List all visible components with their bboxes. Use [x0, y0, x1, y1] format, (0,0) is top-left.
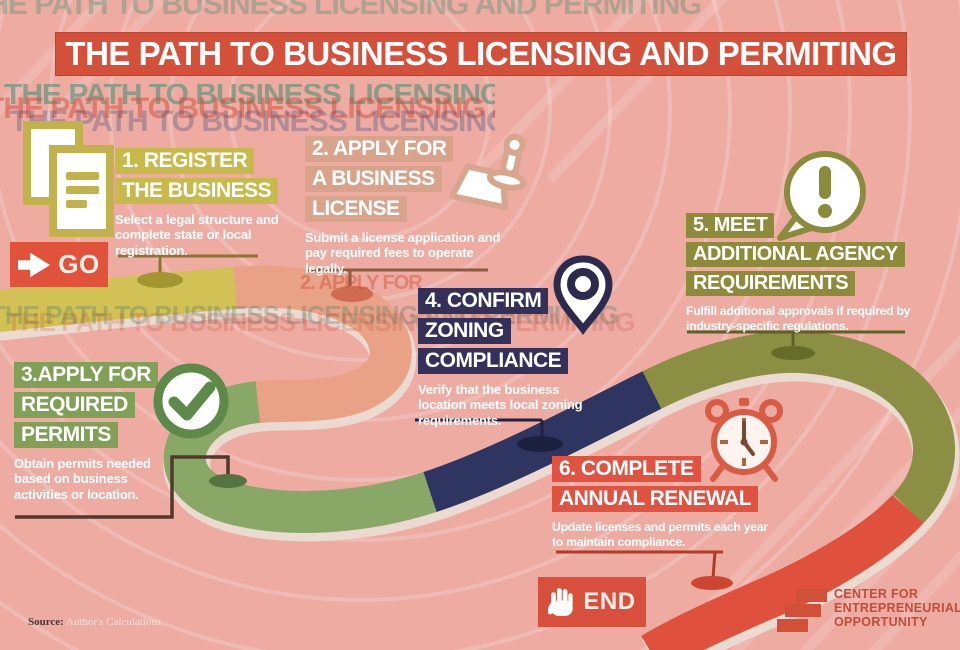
step-5-block: 5. MEET ADDITIONAL AGENCY REQUIREMENTS F…	[686, 213, 960, 333]
step-1-title-line-1: 1. REGISTER	[115, 148, 255, 174]
connector-step-4	[415, 418, 544, 438]
marker-step-2	[331, 286, 373, 302]
step-5-title-line-2: ADDITIONAL AGENCY	[686, 242, 905, 267]
marker-step-6	[691, 576, 733, 590]
step-5-title-line-3: REQUIREMENTS	[686, 271, 856, 296]
source-label: Source:	[28, 616, 64, 628]
logo-line-2: ENTREPRENEURIAL	[834, 600, 960, 615]
marker-step-1	[137, 272, 183, 288]
step-5-description: Fulfill additional approvals if required…	[686, 304, 911, 333]
step-2-title-line-3: LICENSE	[305, 196, 407, 222]
alarm-clock-icon	[705, 398, 783, 482]
stamp-icon	[449, 133, 527, 211]
step-3-title-line-2: REQUIRED	[14, 392, 135, 418]
source-text: Author's Calculations	[66, 616, 162, 628]
step-4-title-line-2: ZONING	[418, 318, 511, 344]
go-label: GO	[58, 249, 100, 279]
road-segment-5-olive	[642, 330, 956, 524]
location-pin-icon	[553, 255, 613, 335]
road-segment-1-yellow	[0, 267, 237, 333]
step-2-title-line-2: A BUSINESS	[305, 166, 442, 192]
road-segment-2-salmon	[233, 265, 412, 423]
step-5-title-line-1: 5. MEET	[686, 213, 775, 238]
step-6-description: Update licenses and permits each year to…	[552, 520, 768, 549]
road-markers	[137, 272, 815, 590]
step-4-block: 4. CONFIRM ZONING COMPLIANCE Verify that…	[418, 288, 593, 428]
go-badge: GO	[10, 242, 108, 287]
end-badge: END	[538, 577, 646, 627]
step-connectors	[15, 254, 905, 579]
page-title: THE PATH TO BUSINESS LICENSING AND PERMI…	[65, 35, 897, 72]
logo-line-1: CENTER FOR	[834, 587, 919, 601]
step-4-title-line-1: 4. CONFIRM	[418, 288, 549, 314]
arrow-right-icon	[18, 252, 51, 277]
step-1-block: 1. REGISTER THE BUSINESS Select a legal …	[115, 148, 290, 258]
ceo-logo: CENTER FOR ENTREPRENEURIAL OPPORTUNITY	[776, 586, 960, 636]
exclamation-bubble-icon	[777, 151, 866, 241]
end-label: END	[583, 588, 636, 615]
step-3-title-line-1: 3.APPLY FOR	[14, 362, 158, 388]
step-3-block: 3.APPLY FOR REQUIRED PERMITS Obtain perm…	[14, 362, 158, 502]
step-3-title-line-3: PERMITS	[14, 422, 118, 448]
step-6-title-line-2: ANNUAL RENEWAL	[552, 486, 759, 512]
marker-step-5	[771, 346, 815, 360]
road-segment-6-red	[641, 494, 924, 650]
step-6-block: 6. COMPLETE ANNUAL RENEWAL Update licens…	[552, 456, 777, 549]
marker-step-3	[209, 474, 247, 488]
logo-line-3: OPPORTUNITY	[834, 614, 928, 629]
step-2-description: Submit a license application and pay req…	[305, 230, 501, 276]
step-6-title-line-1: 6. COMPLETE	[552, 456, 701, 482]
source-note: Source: Author's Calculations	[28, 616, 161, 628]
step-2-block: 2. APPLY FOR A BUSINESS LICENSE Submit a…	[305, 136, 510, 276]
marker-step-4	[517, 436, 563, 452]
step-3-description: Obtain permits needed based on business …	[14, 456, 151, 502]
connector-step-6	[556, 550, 723, 579]
stop-hand-icon	[548, 587, 574, 616]
step-1-description: Select a legal structure and complete st…	[115, 212, 279, 258]
documents-icon	[23, 121, 114, 237]
road-segments	[0, 265, 956, 650]
bricks-logo-icon	[777, 589, 827, 632]
step-4-description: Verify that the business location meets …	[418, 382, 583, 428]
step-4-title-line-3: COMPLIANCE	[418, 348, 569, 374]
title-banner: THE PATH TO BUSINESS LICENSING AND PERMI…	[55, 32, 907, 76]
connector-step-3	[15, 455, 230, 519]
checkmark-icon	[153, 363, 229, 439]
step-2-title-line-1: 2. APPLY FOR	[305, 136, 454, 162]
connector-step-5	[687, 330, 905, 348]
step-1-title-line-2: THE BUSINESS	[115, 178, 279, 204]
